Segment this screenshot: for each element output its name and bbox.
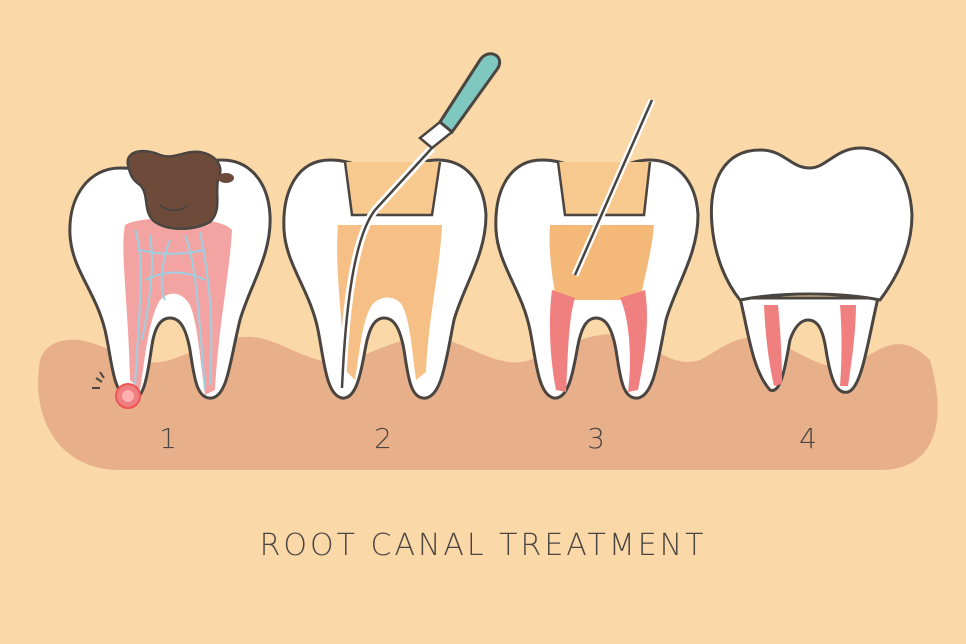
tooth-3: 3 (494, 98, 700, 455)
endodontic-file-icon (571, 98, 656, 277)
abscess-icon (92, 371, 141, 409)
crown-icon (709, 146, 914, 302)
tooth-3-pulp (549, 225, 654, 300)
step-label-2: 2 (374, 422, 392, 455)
step-label-1: 1 (159, 422, 177, 455)
step-label-4: 4 (799, 422, 817, 455)
decay-spot (218, 173, 234, 183)
tooth-3-root-filling-right (620, 290, 648, 392)
tooth-3-root-filling-left (549, 290, 575, 392)
gum-band (38, 334, 938, 470)
tooth-2: 2 (282, 52, 502, 455)
decay-smile-line (159, 204, 189, 212)
tooth-1-decay (126, 149, 222, 230)
tooth-2-pulp (337, 225, 442, 380)
syringe-icon (338, 52, 502, 389)
tooth-4-root-filling-right (840, 305, 856, 386)
tooth-4: 4 (709, 146, 914, 455)
diagram-caption: ROOT CANAL TREATMENT (259, 528, 707, 563)
tooth-1: 1 (68, 149, 272, 455)
step-label-3: 3 (587, 422, 605, 455)
tooth-4-root-filling-left (764, 305, 782, 386)
tooth-1-nerves (134, 229, 213, 391)
